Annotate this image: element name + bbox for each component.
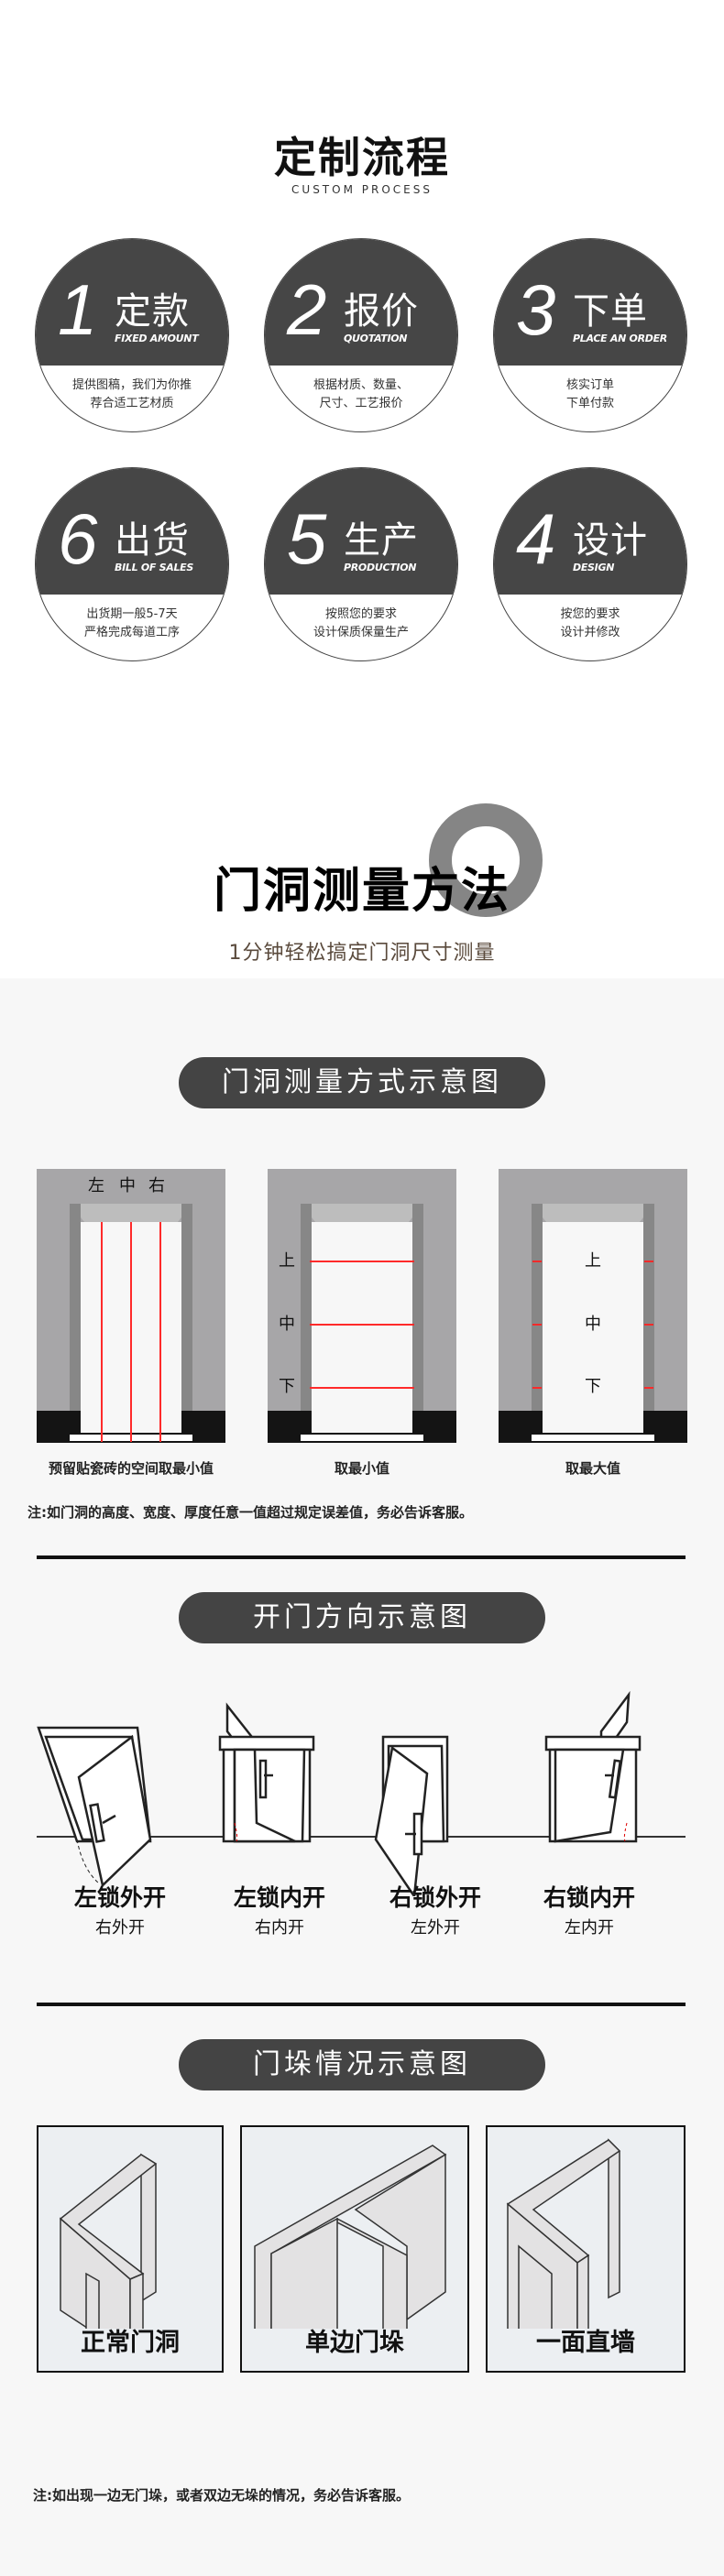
step-en: BILL OF SALES <box>115 562 194 573</box>
measure-line <box>310 1261 414 1262</box>
step-en: FIXED AMOUNT <box>115 333 199 344</box>
step-desc: 按照您的要求 设计保质保量生产 <box>313 607 409 639</box>
diagram-caption: 预留贴瓷砖的空间取最小值 <box>48 1460 214 1477</box>
direction-pill-heading: 开门方向示意图 <box>179 1592 545 1643</box>
door-sublabel: 右内开 <box>255 1918 304 1937</box>
flat-wall-icon <box>506 2138 621 2329</box>
door-right-lock-inward-icon <box>544 1690 642 1843</box>
label-bottom: 下 <box>585 1377 601 1396</box>
label-middle: 中 <box>279 1315 295 1334</box>
method-note: 注:如门洞的高度、宽度、厚度任意一值超过规定误差值，务必告诉客服。 <box>27 1504 474 1521</box>
step-card-bill-of-sales: 6 出货 BILL OF SALES 出货期一般5-7天 严格完成每道工序 <box>35 467 229 661</box>
step-card-fixed-amount: 1 定款 FIXED AMOUNT 提供图稿，我们为你推 荐合适工艺材质 <box>35 238 229 432</box>
door-label: 左锁外开 <box>73 1884 166 1911</box>
step-desc: 提供图稿，我们为你推 荐合适工艺材质 <box>71 378 192 410</box>
label-left: 左 <box>88 1176 104 1195</box>
step-desc: 根据材质、数量、 尺寸、工艺报价 <box>313 378 409 410</box>
step-card-quotation: 2 报价 QUOTATION 根据材质、数量、 尺寸、工艺报价 <box>264 238 458 432</box>
measure-subtitle: 1分钟轻松搞定门洞尺寸测量 <box>228 942 496 965</box>
process-title: 定制流程 <box>274 133 450 182</box>
case-label: 一面直墙 <box>536 2329 635 2357</box>
step-title: 定款 <box>115 290 190 333</box>
divider <box>37 2003 686 2006</box>
measure-line <box>159 1222 161 1442</box>
step-card-production: 5 生产 PRODUCTION 按照您的要求 设计保质保量生产 <box>264 467 458 661</box>
label-middle: 中 <box>119 1176 136 1195</box>
step-number: 5 <box>287 498 327 579</box>
diagram-caption: 取最小值 <box>334 1460 389 1477</box>
step-en: QUOTATION <box>344 333 408 344</box>
process-subtitle: CUSTOM PROCESS <box>291 183 433 196</box>
step-desc: 按您的要求 设计并修改 <box>560 607 620 639</box>
step-card-design: 4 设计 DESIGN 按您的要求 设计并修改 <box>493 467 687 661</box>
label-right: 右 <box>148 1176 165 1195</box>
door-diagram-width: 上 中 下 <box>268 1169 456 1443</box>
floor-line <box>37 1836 686 1838</box>
normal-opening-icon <box>59 2153 158 2329</box>
step-en: DESIGN <box>573 562 615 573</box>
measure-line <box>101 1222 103 1442</box>
walls-pill-heading: 门垛情况示意图 <box>179 2039 545 2090</box>
door-sublabel: 左外开 <box>411 1918 460 1937</box>
step-title: 下单 <box>573 290 648 333</box>
measure-line <box>310 1324 414 1326</box>
custom-process-section: 定制流程 CUSTOM PROCESS 1 定款 FIXED AMOUNT 提供… <box>0 0 724 971</box>
divider <box>37 1555 686 1559</box>
step-en: PLACE AN ORDER <box>573 333 667 344</box>
single-jamb-icon <box>254 2145 447 2329</box>
door-label: 右锁外开 <box>389 1884 481 1911</box>
step-number: 4 <box>516 498 556 579</box>
step-number: 2 <box>287 269 327 350</box>
door-left-lock-inward-icon <box>218 1702 315 1843</box>
case-label: 单边门垛 <box>305 2329 404 2357</box>
diagram-caption: 取最大值 <box>565 1460 620 1477</box>
label-bottom: 下 <box>279 1377 295 1396</box>
door-diagram-thickness: 上 中 下 <box>499 1169 687 1443</box>
label-middle: 中 <box>585 1315 601 1334</box>
door-sublabel: 右外开 <box>95 1918 145 1937</box>
step-title: 报价 <box>344 290 419 333</box>
step-desc: 出货期一般5-7天 严格完成每道工序 <box>83 607 180 639</box>
measure-line <box>130 1222 132 1442</box>
walls-note: 注:如出现一边无门垛，或者双边无垛的情况，务必告诉客服。 <box>33 2487 411 2504</box>
step-number: 1 <box>58 269 98 350</box>
step-desc: 核实订单 下单付款 <box>565 378 614 410</box>
step-title: 生产 <box>344 519 419 562</box>
step-title: 设计 <box>573 519 648 562</box>
case-flat-wall: 一面直墙 <box>486 2125 686 2373</box>
step-title: 出货 <box>115 519 190 562</box>
measure-title: 门洞测量方法 <box>213 864 510 919</box>
measure-line <box>310 1387 414 1389</box>
method-pill-heading: 门洞测量方式示意图 <box>179 1057 545 1108</box>
step-en: PRODUCTION <box>344 562 417 573</box>
step-number: 6 <box>58 498 98 579</box>
label-top: 上 <box>585 1251 601 1271</box>
case-normal-opening: 正常门洞 <box>37 2125 224 2373</box>
door-label: 左锁内开 <box>233 1884 325 1911</box>
case-label: 正常门洞 <box>81 2329 180 2357</box>
label-top: 上 <box>279 1251 295 1271</box>
case-single-side-jamb: 单边门垛 <box>240 2125 469 2373</box>
door-diagram-height: 左 中 右 <box>37 1169 225 1443</box>
door-label: 右锁内开 <box>543 1884 635 1911</box>
door-left-lock-outward-icon <box>37 1726 152 1888</box>
step-number: 3 <box>516 269 556 350</box>
step-card-place-order: 3 下单 PLACE AN ORDER 核实订单 下单付款 <box>493 238 687 432</box>
door-right-lock-outward-icon <box>374 1735 449 1896</box>
door-sublabel: 左内开 <box>565 1918 614 1937</box>
